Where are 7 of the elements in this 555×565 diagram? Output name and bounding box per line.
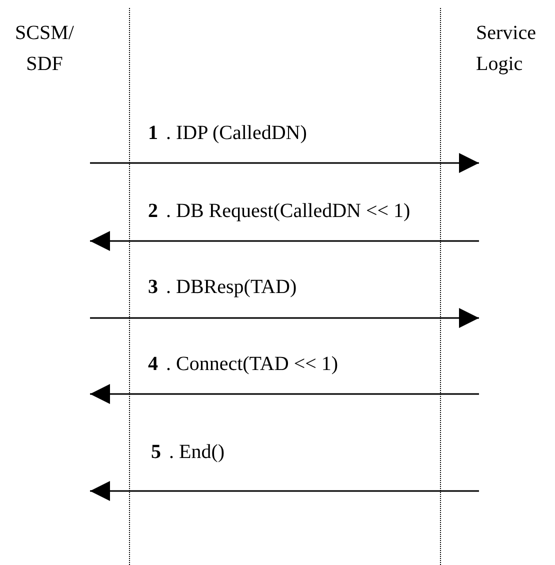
message-arrow <box>90 308 479 328</box>
message-arrow <box>90 481 479 501</box>
participant-label: SCSM/ SDF <box>14 21 75 77</box>
participant-label: Service Logic <box>476 21 537 77</box>
message-arrow <box>90 384 479 404</box>
message-arrow <box>90 153 479 173</box>
message-arrow <box>90 231 479 251</box>
